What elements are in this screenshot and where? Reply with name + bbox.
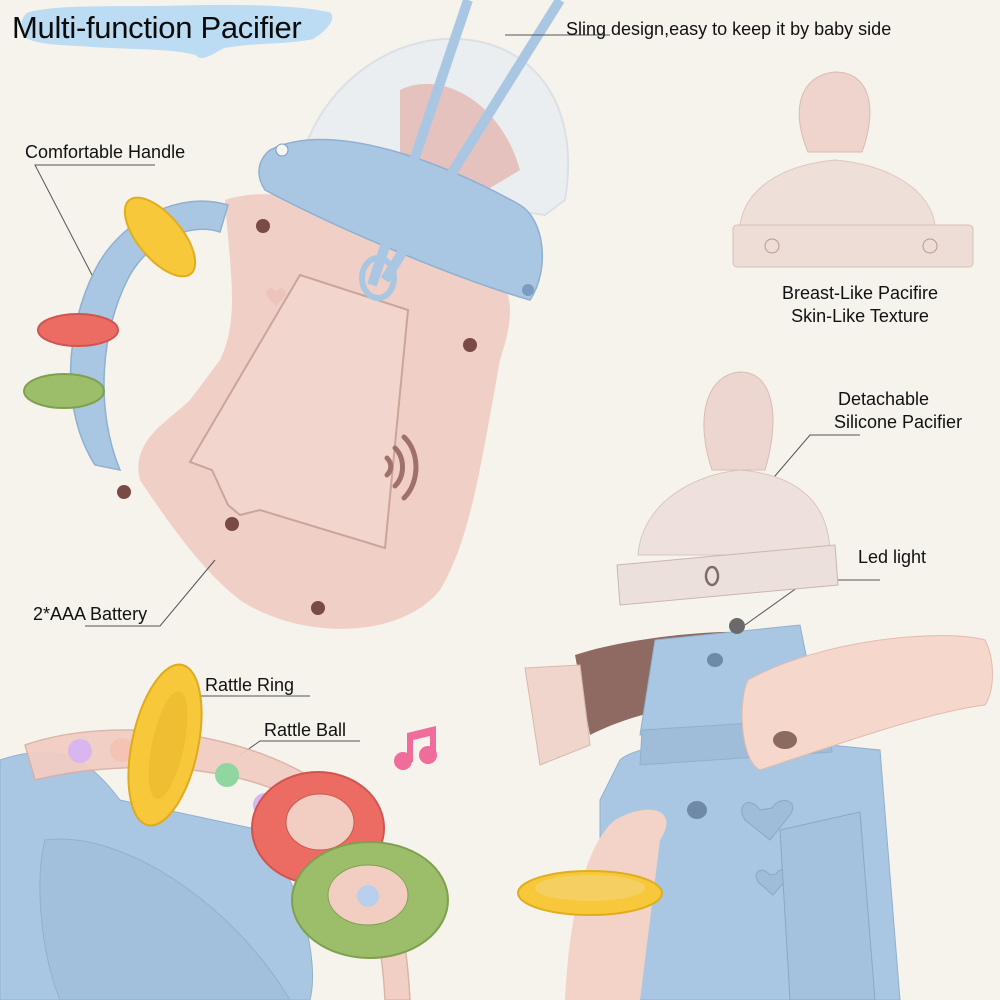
rattle-ball [110,738,134,762]
breast-like-pacifier-image [732,71,974,268]
yellow-ring [517,870,663,916]
comfortable-handle [69,200,229,472]
label-sling-design: Sling design,easy to keep it by baby sid… [566,19,892,39]
red-ring [37,313,119,347]
page-title: Multi-function Pacifier [12,10,302,45]
detachable-silicone-pacifier-image [616,371,839,606]
heart-icon [266,288,286,306]
heart-icon [755,869,789,896]
yellow-ring [123,196,197,278]
blue-collar [258,138,543,301]
label-rattle-ball: Rattle Ball [264,720,347,740]
sound-wave-icon [384,434,419,501]
label-detachable-line1: Detachable [838,389,930,409]
rattle-closeup-image [0,663,449,1000]
sling-strap [367,0,565,287]
leader-lines [34,34,880,756]
heart-icon [741,800,794,841]
label-comfortable-handle: Comfortable Handle [25,142,186,162]
rattle-ball [215,763,239,787]
led-light-dot [729,618,745,634]
label-rattle-ring: Rattle Ring [205,675,295,695]
label-breast-like-line2: Skin-Like Texture [791,306,929,326]
music-note-icon [394,726,437,770]
label-detachable-line2: Silicone Pacifier [834,412,963,432]
battery-cover [188,273,410,550]
pink-handle-piece [741,635,993,771]
exploded-view-image [517,618,993,1000]
rattle-ball [68,739,92,763]
label-battery: 2*AAA Battery [33,604,148,624]
label-led-light: Led light [858,547,927,567]
green-ring [23,373,105,409]
label-breast-like-line1: Breast-Like Pacifire [781,283,939,303]
title-background-blob [21,4,333,59]
